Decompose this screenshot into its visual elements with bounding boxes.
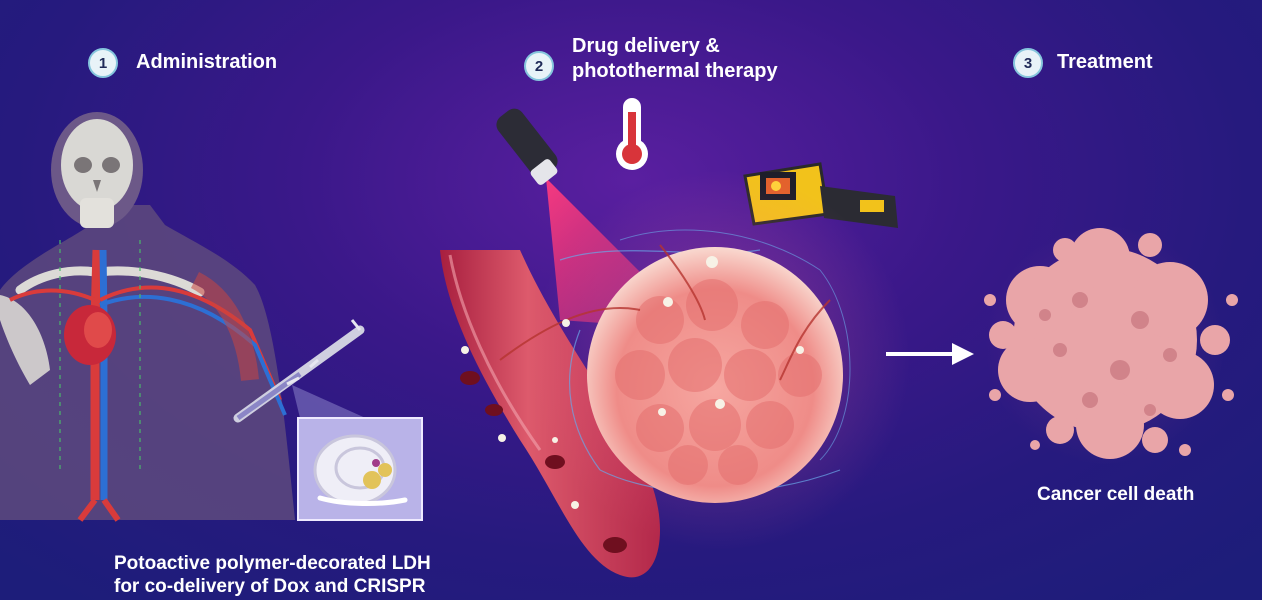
caption-line: Potoactive polymer-decorated LDH bbox=[114, 553, 431, 574]
outcome-caption: Cancer cell death bbox=[1037, 484, 1195, 505]
caption-line: for co-delivery of Dox and CRISPR bbox=[114, 576, 426, 597]
step-treatment: 3 Treatment bbox=[1013, 48, 1153, 78]
step-number-badge: 3 bbox=[1013, 48, 1043, 78]
step-title: Drug delivery & photothermal therapy bbox=[572, 34, 778, 84]
step-title-line: Drug delivery & bbox=[572, 35, 720, 57]
step-number-badge: 1 bbox=[88, 48, 118, 78]
nanoparticle-caption: Potoactive polymer-decorated LDH for co-… bbox=[114, 552, 431, 598]
step-title: Administration bbox=[136, 50, 277, 75]
nanoparticle-inset-icon bbox=[292, 385, 423, 521]
syringe-icon bbox=[233, 319, 365, 423]
step-administration: 1 Administration bbox=[88, 48, 277, 78]
step-title-line: Treatment bbox=[1057, 51, 1153, 73]
thermometer-icon bbox=[616, 98, 648, 170]
dead-cell-cluster-icon bbox=[984, 225, 1238, 465]
arrow-right-icon bbox=[886, 343, 974, 365]
step-title-line: photothermal therapy bbox=[572, 60, 778, 82]
step-title-line: Administration bbox=[136, 51, 278, 73]
step-title: Treatment bbox=[1057, 50, 1153, 75]
step-number-badge: 2 bbox=[524, 51, 554, 81]
tumor-icon bbox=[499, 170, 910, 550]
step-drug-delivery: 2 Drug delivery & photothermal therapy bbox=[524, 35, 778, 84]
human-body-icon bbox=[0, 112, 295, 522]
